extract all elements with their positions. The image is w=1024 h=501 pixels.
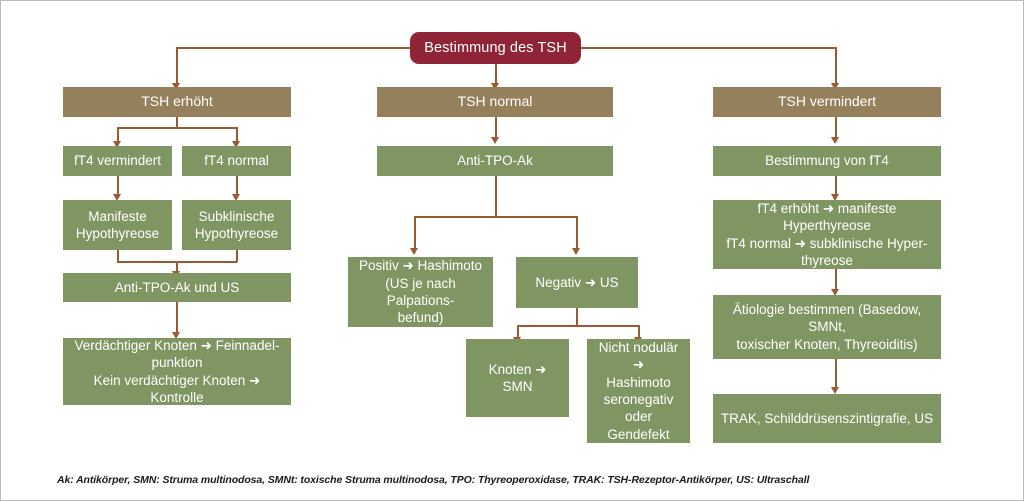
arrow-verdaechtiger-knoten	[172, 332, 180, 339]
connector-ergebnis-to-aetiologie	[835, 269, 837, 291]
node-bestimmung-von-ft4[interactable]: Bestimmung von fT4	[713, 146, 941, 176]
node-bestimmung-des-tsh[interactable]: Bestimmung des TSH	[410, 32, 581, 64]
arrow-ft4-normal	[232, 141, 240, 148]
connector-bestimmung-to-ergebnis	[835, 176, 837, 198]
connector-to-right-header	[835, 47, 837, 85]
connector-to-ft4-vermindert	[117, 127, 119, 143]
arrow-antitpo-ak	[491, 137, 499, 144]
connector-antitpo-us-to-knoten	[176, 302, 178, 334]
connector-normal-to-antitpo	[495, 117, 497, 139]
arrow-subklinische	[232, 194, 240, 201]
connector-ft4-normal-to-subklinische	[236, 176, 238, 196]
arrow-negativ	[572, 248, 580, 255]
connector-to-center-header	[495, 63, 497, 85]
node-ft4-ergebnis[interactable]: fT4 erhöht ➜ manifeste Hyperthyreose fT4…	[713, 200, 941, 269]
arrow-aetiologie	[831, 289, 839, 296]
connector-to-positiv	[414, 216, 416, 250]
connector-to-knoten-smn	[517, 325, 519, 339]
arrow-ft4-vermindert	[113, 141, 121, 148]
arrow-left-header	[172, 83, 180, 90]
node-trak-szintigrafie[interactable]: TRAK, Schilddrüsenszintigrafie, US	[713, 394, 941, 443]
node-negativ-us[interactable]: Negativ ➜ US	[516, 257, 638, 308]
legend-abbreviations: Ak: Antikörper, SMN: Struma multinodosa,…	[57, 474, 810, 486]
node-tsh-erhoeht[interactable]: TSH erhöht	[63, 87, 291, 117]
node-ft4-vermindert[interactable]: fT4 vermindert	[63, 146, 172, 176]
arrow-center-header	[491, 83, 499, 90]
connector-to-ft4-normal	[236, 127, 238, 143]
node-manifeste-hypothyreose[interactable]: Manifeste Hypothyreose	[63, 200, 172, 250]
node-anti-tpo-ak[interactable]: Anti-TPO-Ak	[377, 146, 613, 176]
arrow-positiv	[410, 248, 418, 255]
node-anti-tpo-ak-und-us[interactable]: Anti-TPO-Ak und US	[63, 273, 291, 302]
arrow-bestimmung-ft4	[831, 137, 839, 144]
node-subklinische-hypothyreose[interactable]: Subklinische Hypothyreose	[182, 200, 291, 250]
arrow-manifeste	[113, 194, 121, 201]
node-nicht-nodulaer[interactable]: Nicht nodulär ➜ Hashimoto seronegativ od…	[587, 339, 690, 443]
connector-ft4-vermindert-to-manifeste	[117, 176, 119, 196]
connector-erhoeht-down	[176, 117, 178, 127]
node-verdaechtiger-knoten[interactable]: Verdächtiger Knoten ➜ Feinnadel- punktio…	[63, 338, 291, 405]
connector-negativ-down	[576, 308, 578, 326]
connector-antitpo-split	[414, 216, 577, 218]
connector-vermindert-to-bestimmung	[835, 117, 837, 139]
node-knoten-smn[interactable]: Knoten ➜ SMN	[466, 339, 569, 417]
connector-antitpo-down	[495, 176, 497, 217]
node-ft4-normal[interactable]: fT4 normal	[182, 146, 291, 176]
connector-aetiologie-to-trak	[835, 359, 837, 389]
connector-to-left-header	[176, 47, 178, 85]
connector-to-negativ	[576, 216, 578, 250]
arrow-ft4-ergebnis	[831, 194, 839, 201]
node-tsh-normal[interactable]: TSH normal	[377, 87, 613, 117]
connector-manifeste-down	[117, 250, 119, 262]
node-positiv-hashimoto[interactable]: Positiv ➜ Hashimoto (US je nach Palpatio…	[348, 257, 493, 327]
arrow-right-header	[831, 83, 839, 90]
arrow-trak	[831, 387, 839, 394]
connector-subklinische-down	[236, 250, 238, 262]
connector-negativ-split	[517, 325, 638, 327]
connector-erhoeht-split	[117, 127, 237, 129]
node-aetiologie-bestimmen[interactable]: Ätiologie bestimmen (Basedow, SMNt, toxi…	[713, 295, 941, 359]
node-tsh-vermindert[interactable]: TSH vermindert	[713, 87, 941, 117]
connector-merge-to-antitpo-us	[176, 261, 178, 273]
connector-to-nicht-nodulaer	[638, 325, 640, 339]
